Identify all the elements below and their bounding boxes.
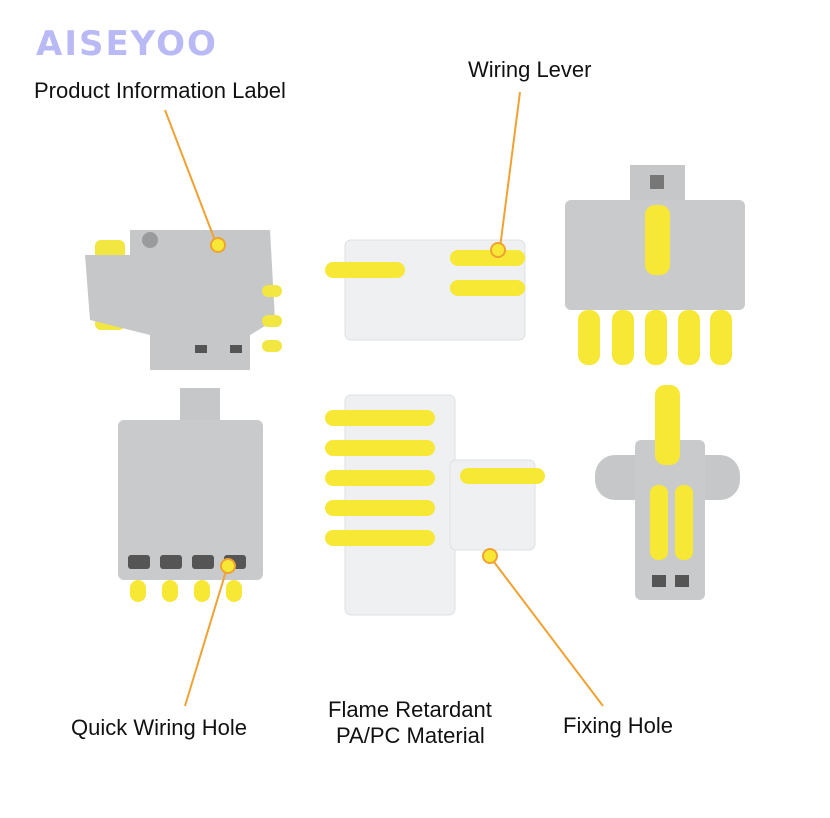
label-fixing-hole: Fixing Hole [563, 713, 674, 738]
connector-clear-multi-lever [325, 394, 545, 616]
connector-gray-hole-view [118, 388, 263, 602]
label-quick-wiring-hole: Quick Wiring Hole [71, 715, 248, 740]
connector-gray-mount-view [595, 385, 740, 600]
brand-logo: AISEYOO [36, 24, 218, 64]
label-product-information: Product Information Label [34, 78, 286, 103]
connector-gray-front-view [565, 165, 745, 365]
connector-gray-side-view [85, 230, 282, 370]
label-flame-retardant: Flame Retardant [328, 697, 492, 722]
label-wiring-lever: Wiring Lever [468, 57, 592, 82]
callout-lines [164, 91, 604, 707]
connector-clear-side-view [325, 239, 526, 341]
label-material: PA/PC Material [336, 723, 485, 748]
